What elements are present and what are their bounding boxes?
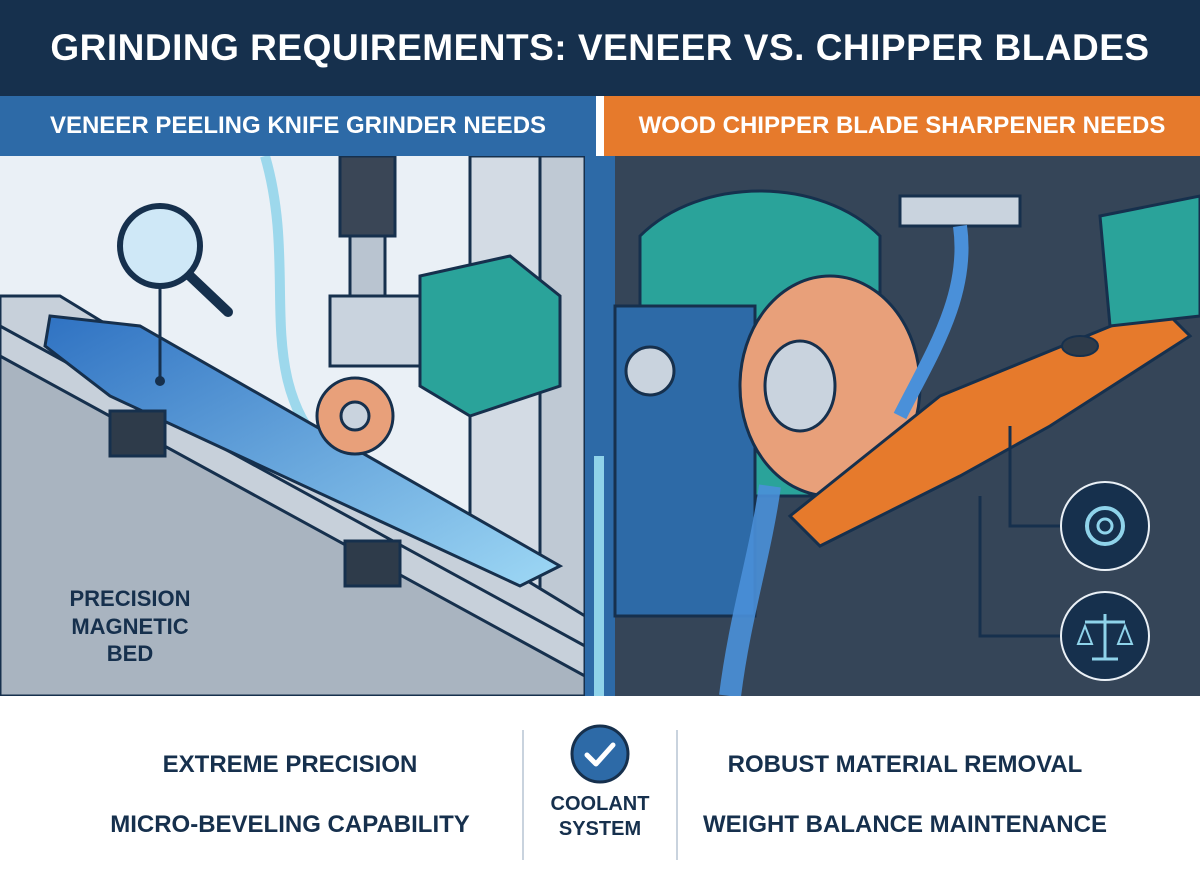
chipper-panel bbox=[613, 156, 1200, 696]
bed-label-line-3: BED bbox=[106, 641, 154, 666]
gear-icon bbox=[1060, 481, 1150, 571]
coolant-line-2: SYSTEM bbox=[558, 818, 642, 840]
chipper-section-header: WOOD CHIPPER BLADE SHARPENER NEEDS bbox=[604, 96, 1200, 156]
veneer-panel bbox=[0, 156, 587, 696]
magnifier-icon bbox=[117, 203, 233, 386]
feature-micro-beveling: MICRO-BEVELING CAPABILITY bbox=[110, 811, 470, 838]
precision-magnetic-bed-label: PRECISION MAGNETIC BED bbox=[40, 585, 220, 668]
veneer-knife bbox=[43, 314, 564, 588]
grinder-head bbox=[315, 156, 562, 456]
grinding-wheel bbox=[613, 189, 922, 618]
page-title: GRINDING REQUIREMENTS: VENEER VS. CHIPPE… bbox=[0, 0, 1200, 96]
chipper-blade bbox=[787, 304, 1193, 548]
scale-icon bbox=[1060, 591, 1150, 681]
feature-weight-balance: WEIGHT BALANCE MAINTENANCE bbox=[703, 811, 1107, 838]
coolant-line-1: COOLANT bbox=[550, 793, 650, 815]
illustration bbox=[0, 156, 1200, 696]
divider-right bbox=[676, 730, 678, 860]
clamp-rear bbox=[343, 539, 402, 588]
header-gap bbox=[596, 96, 604, 156]
feature-robust-removal: ROBUST MATERIAL REMOVAL bbox=[727, 751, 1083, 778]
bed-label-line-1: PRECISION bbox=[69, 586, 191, 611]
divider-left bbox=[522, 730, 524, 860]
clamp-front bbox=[108, 409, 167, 458]
feature-coolant-system: COOLANT SYSTEM bbox=[530, 792, 670, 842]
bed-label-line-2: MAGNETIC bbox=[71, 613, 189, 639]
check-icon bbox=[570, 724, 630, 784]
feature-extreme-precision: EXTREME PRECISION bbox=[162, 751, 418, 778]
veneer-section-header: VENEER PEELING KNIFE GRINDER NEEDS bbox=[0, 96, 596, 156]
